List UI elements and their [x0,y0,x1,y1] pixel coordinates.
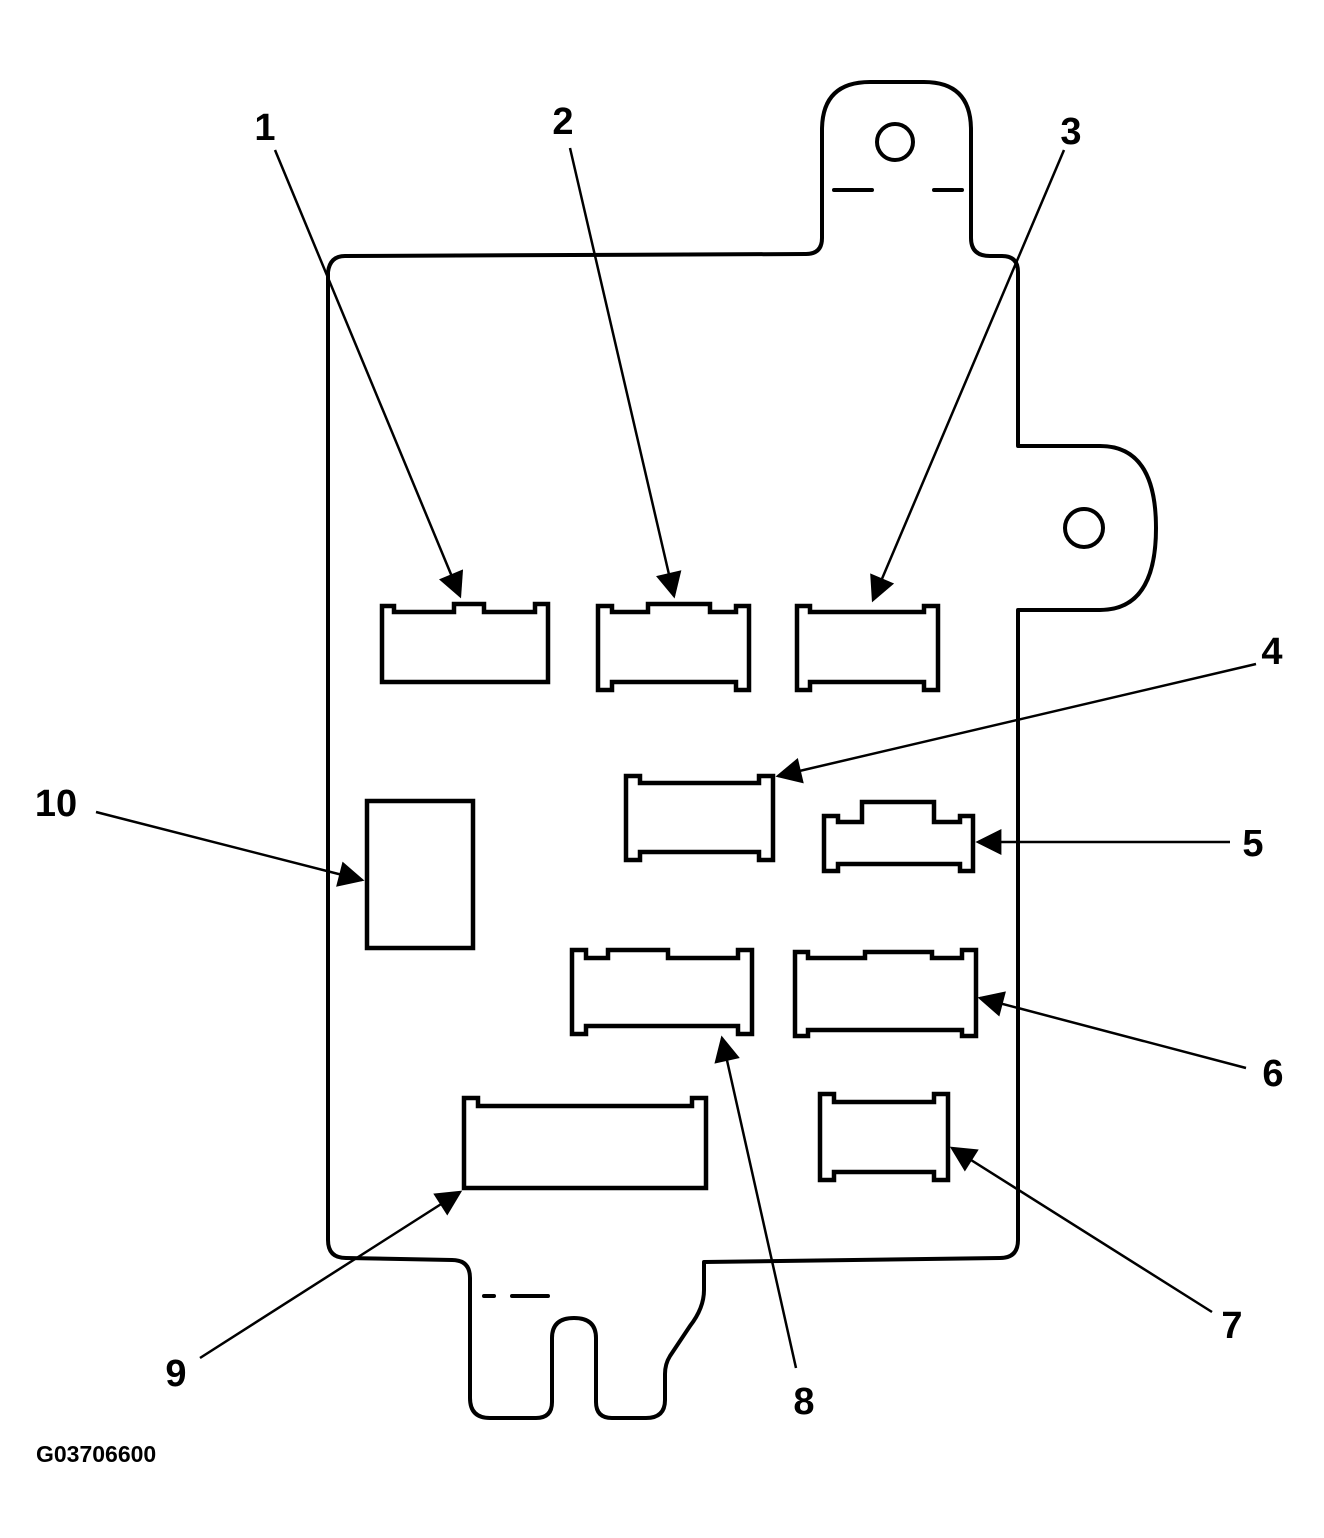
leader-9 [199,1190,463,1360]
callout-3: 3 [1060,111,1081,153]
connector-8[interactable] [569,947,755,1037]
connector-3[interactable] [794,603,941,693]
connector-2[interactable] [595,601,752,693]
callout-5: 5 [1242,823,1263,865]
callout-10: 10 [35,783,77,825]
callout-8: 8 [793,1381,814,1423]
leader-8 [714,1035,798,1369]
connector-6[interactable] [792,947,979,1039]
connector-7[interactable] [817,1091,951,1183]
leader-7 [949,1146,1213,1314]
leader-lines [95,147,1257,1369]
connector-9[interactable] [461,1095,709,1191]
mounting-hole-right [1063,507,1105,549]
figure-code: G03706600 [36,1441,156,1467]
callout-6: 6 [1262,1053,1283,1095]
mounting-hole-top [875,122,915,162]
callout-labels: 1 2 3 4 5 6 7 8 9 10 [35,101,1284,1423]
housing-body [326,80,1158,1420]
leader-3 [870,149,1066,603]
connector-1[interactable] [379,601,551,685]
callout-7: 7 [1221,1305,1242,1347]
callout-2: 2 [552,101,573,143]
leader-6 [977,991,1247,1070]
housing-outline [326,80,1158,1420]
leader-2 [568,147,682,599]
callout-4: 4 [1261,631,1282,673]
connector-4[interactable] [623,773,776,863]
leader-4 [775,662,1257,784]
connector-10[interactable] [364,798,476,951]
leader-1 [273,149,464,599]
connector-5[interactable] [821,799,976,874]
callout-9: 9 [165,1353,186,1395]
leader-10 [95,810,365,887]
callout-1: 1 [254,107,275,149]
